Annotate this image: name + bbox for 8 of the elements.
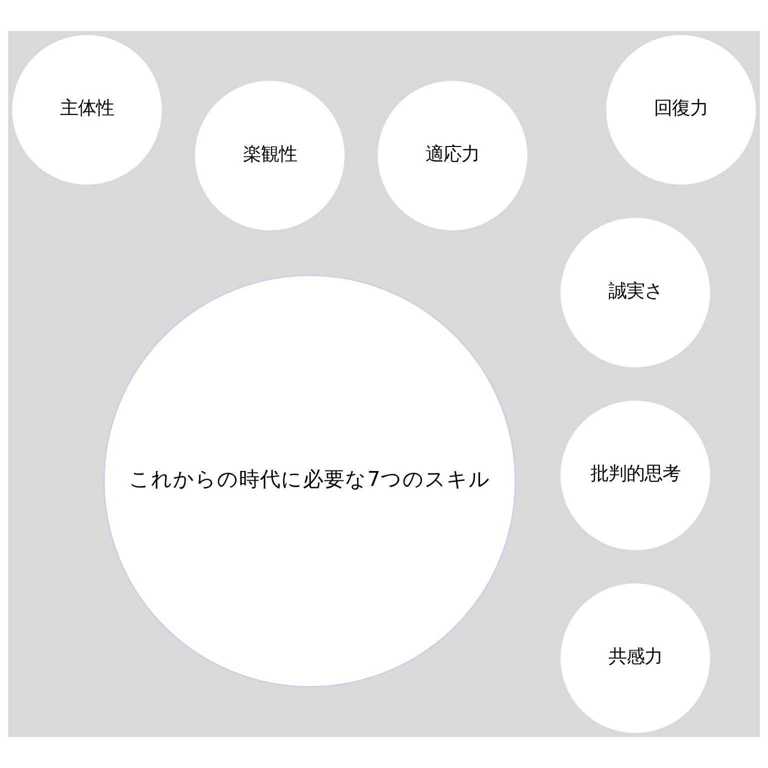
node-circle: 回復力 bbox=[606, 35, 756, 185]
node-circle: 共感力 bbox=[560, 583, 710, 733]
node-circle: 批判的思考 bbox=[560, 400, 710, 550]
node-circle: 主体性 bbox=[12, 35, 162, 185]
node-circle: 適応力 bbox=[378, 80, 528, 230]
node-circle: 誠実さ bbox=[560, 218, 710, 368]
node-circle: 楽観性 bbox=[194, 80, 345, 230]
node-circle: これからの時代に必要な7つのスキル bbox=[104, 274, 516, 688]
